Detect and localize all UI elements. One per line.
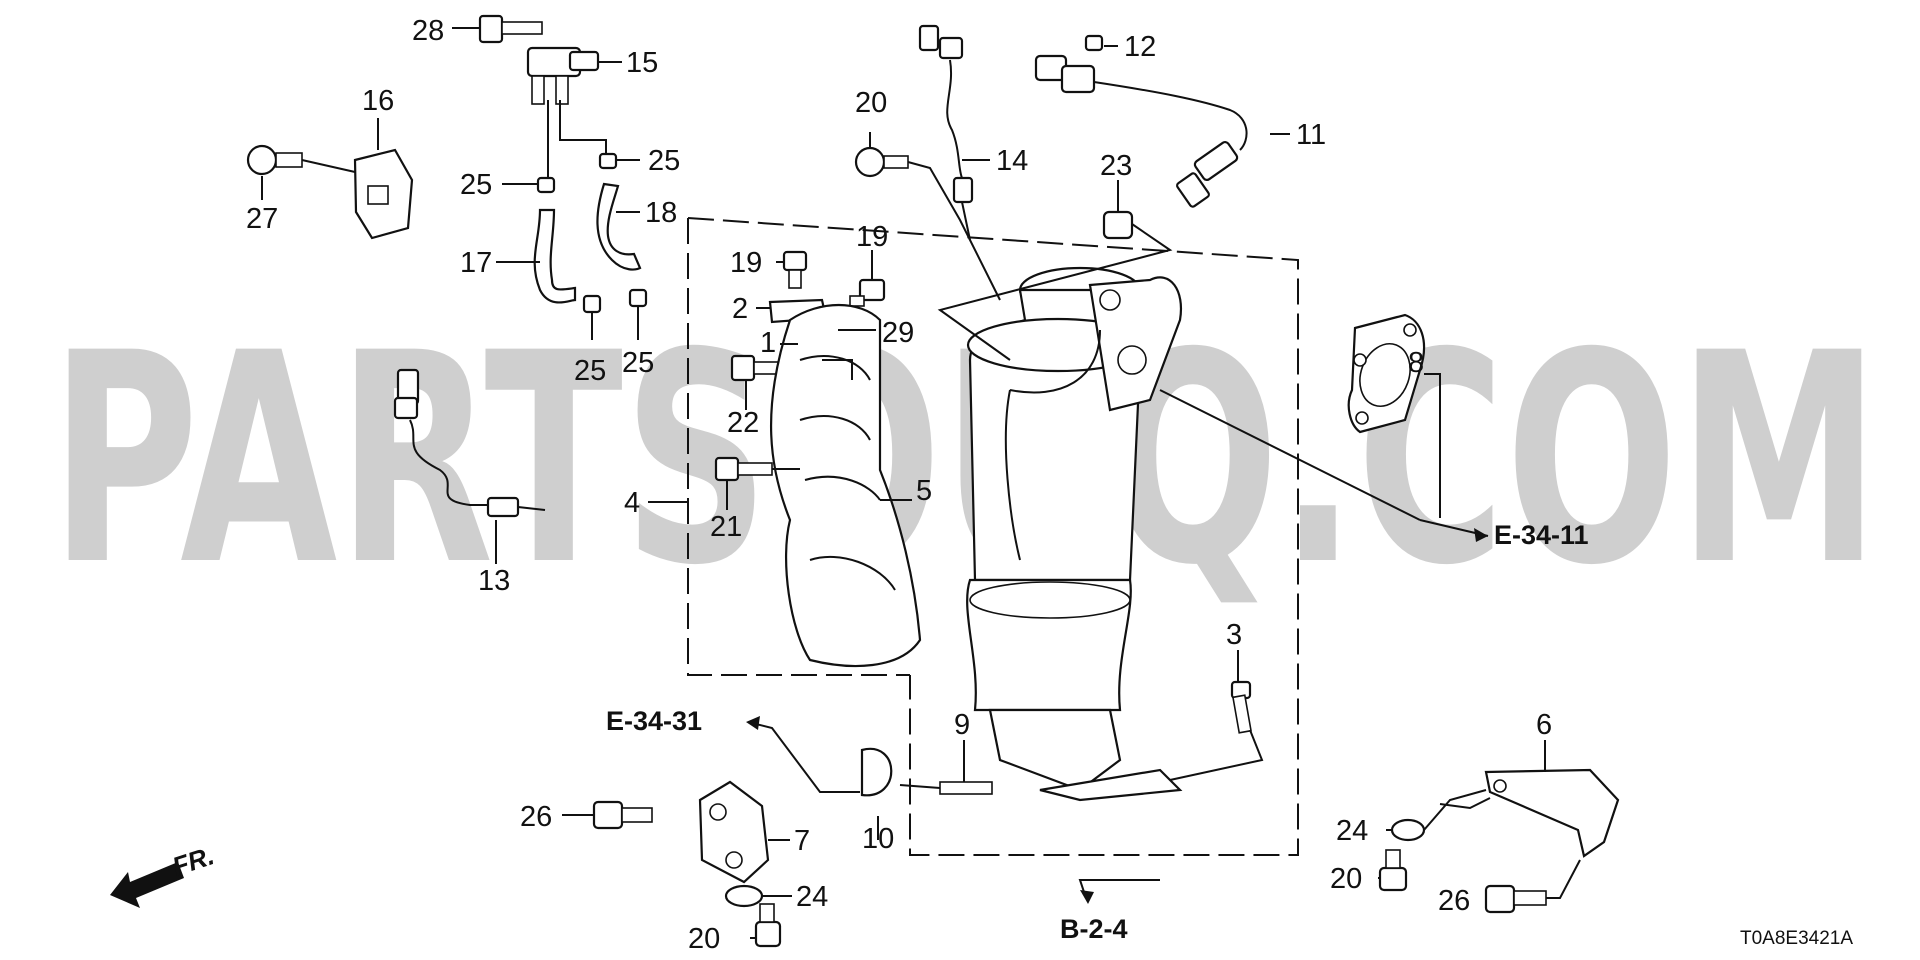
oxygen-sensor-14[interactable] [918, 24, 974, 241]
bolt-26a[interactable] [592, 800, 653, 830]
map-sensor-15[interactable] [526, 46, 600, 105]
callout-17[interactable]: 17 [460, 247, 492, 279]
gasket-8[interactable] [1347, 313, 1425, 434]
callout-10[interactable]: 10 [862, 823, 894, 855]
callout-7[interactable]: 7 [794, 825, 810, 857]
callout-14[interactable]: 14 [996, 145, 1028, 177]
bolt-20c[interactable] [1378, 849, 1408, 892]
stud-3[interactable] [1230, 680, 1252, 734]
clip-25c[interactable] [582, 294, 602, 314]
reference-b-2-4[interactable]: B-2-4 [1060, 914, 1128, 944]
watermark: PARTSOUQ.COM [50, 292, 1880, 629]
callout-20c[interactable]: 20 [1330, 863, 1362, 895]
hose-18[interactable] [596, 182, 642, 271]
pressure-sensor-bolt-28[interactable] [478, 14, 543, 44]
callout-20b[interactable]: 20 [688, 923, 720, 955]
bolt-26b[interactable] [1484, 884, 1547, 914]
reference-arrows [746, 519, 1489, 904]
front-label: FR. [169, 840, 218, 881]
callout-16[interactable]: 16 [362, 85, 394, 117]
reference-e-34-31[interactable]: E-34-31 [606, 706, 702, 736]
clip-25a[interactable] [536, 176, 556, 194]
washer-24b[interactable] [1390, 818, 1426, 842]
front-arrow-icon [110, 862, 184, 908]
callout-24b[interactable]: 24 [1336, 815, 1368, 847]
bracket-10[interactable] [860, 747, 893, 797]
callout-5[interactable]: 5 [916, 475, 932, 507]
bolt-21[interactable] [714, 456, 773, 482]
callout-12[interactable]: 12 [1124, 31, 1156, 63]
callout-3[interactable]: 3 [1226, 619, 1242, 651]
clip-25b[interactable] [598, 152, 618, 170]
washer-24a[interactable] [724, 884, 764, 908]
catalytic-converter[interactable] [966, 266, 1183, 802]
callout-4[interactable]: 4 [624, 487, 640, 519]
callout-21[interactable]: 21 [710, 511, 742, 543]
assembly-boundary [687, 217, 1299, 856]
heat-shield-5[interactable] [769, 304, 922, 668]
nut-12[interactable] [1084, 34, 1104, 52]
bolt-27[interactable] [246, 144, 303, 176]
air-fuel-sensor-11[interactable] [1034, 54, 1248, 208]
callout-23[interactable]: 23 [1100, 150, 1132, 182]
callout-28[interactable]: 28 [412, 15, 444, 47]
diagram-code: T0A8E3421A [1740, 928, 1853, 949]
hose-17[interactable] [533, 208, 577, 304]
callout-15[interactable]: 15 [626, 47, 658, 79]
callout-24a[interactable]: 24 [796, 881, 828, 913]
callout-9[interactable]: 9 [954, 709, 970, 741]
callout-13[interactable]: 13 [478, 565, 510, 597]
callout-11[interactable]: 11 [1296, 119, 1326, 151]
callout-26a[interactable]: 26 [520, 801, 552, 833]
callout-27[interactable]: 27 [246, 203, 278, 235]
callout-19b[interactable]: 19 [856, 221, 888, 253]
callout-25d[interactable]: 25 [622, 347, 654, 379]
callout-22[interactable]: 22 [727, 407, 759, 439]
stud-9[interactable] [939, 781, 993, 795]
nut-23[interactable] [1102, 210, 1134, 240]
callout-19a[interactable]: 19 [730, 247, 762, 279]
bracket-6[interactable] [1484, 768, 1620, 858]
bracket-7[interactable] [698, 780, 770, 884]
callout-1[interactable]: 1 [760, 327, 776, 359]
callout-29[interactable]: 29 [882, 317, 914, 349]
callout-25b[interactable]: 25 [648, 145, 680, 177]
callout-labels: 28 15 16 27 25 25 17 18 25 25 20 14 12 1… [246, 15, 1552, 955]
callout-26b[interactable]: 26 [1438, 885, 1470, 917]
callout-20a[interactable]: 20 [855, 87, 887, 119]
bolt-20a[interactable] [854, 146, 909, 178]
clip-25d[interactable] [628, 288, 648, 308]
front-direction-indicator: FR. [110, 840, 218, 908]
callout-8[interactable]: 8 [1408, 347, 1424, 379]
bracket-16[interactable] [353, 148, 414, 240]
callout-2[interactable]: 2 [732, 293, 748, 325]
leader-lines [261, 27, 1581, 939]
reference-e-34-11[interactable]: E-34-11 [1494, 520, 1589, 550]
callout-25c[interactable]: 25 [574, 355, 606, 387]
callout-6[interactable]: 6 [1536, 709, 1552, 741]
callout-25a[interactable]: 25 [460, 169, 492, 201]
bolt-19a[interactable] [782, 250, 808, 289]
bolt-20b[interactable] [754, 903, 782, 948]
exhaust-temp-sensor-13[interactable] [393, 368, 546, 518]
callout-18[interactable]: 18 [645, 197, 677, 229]
